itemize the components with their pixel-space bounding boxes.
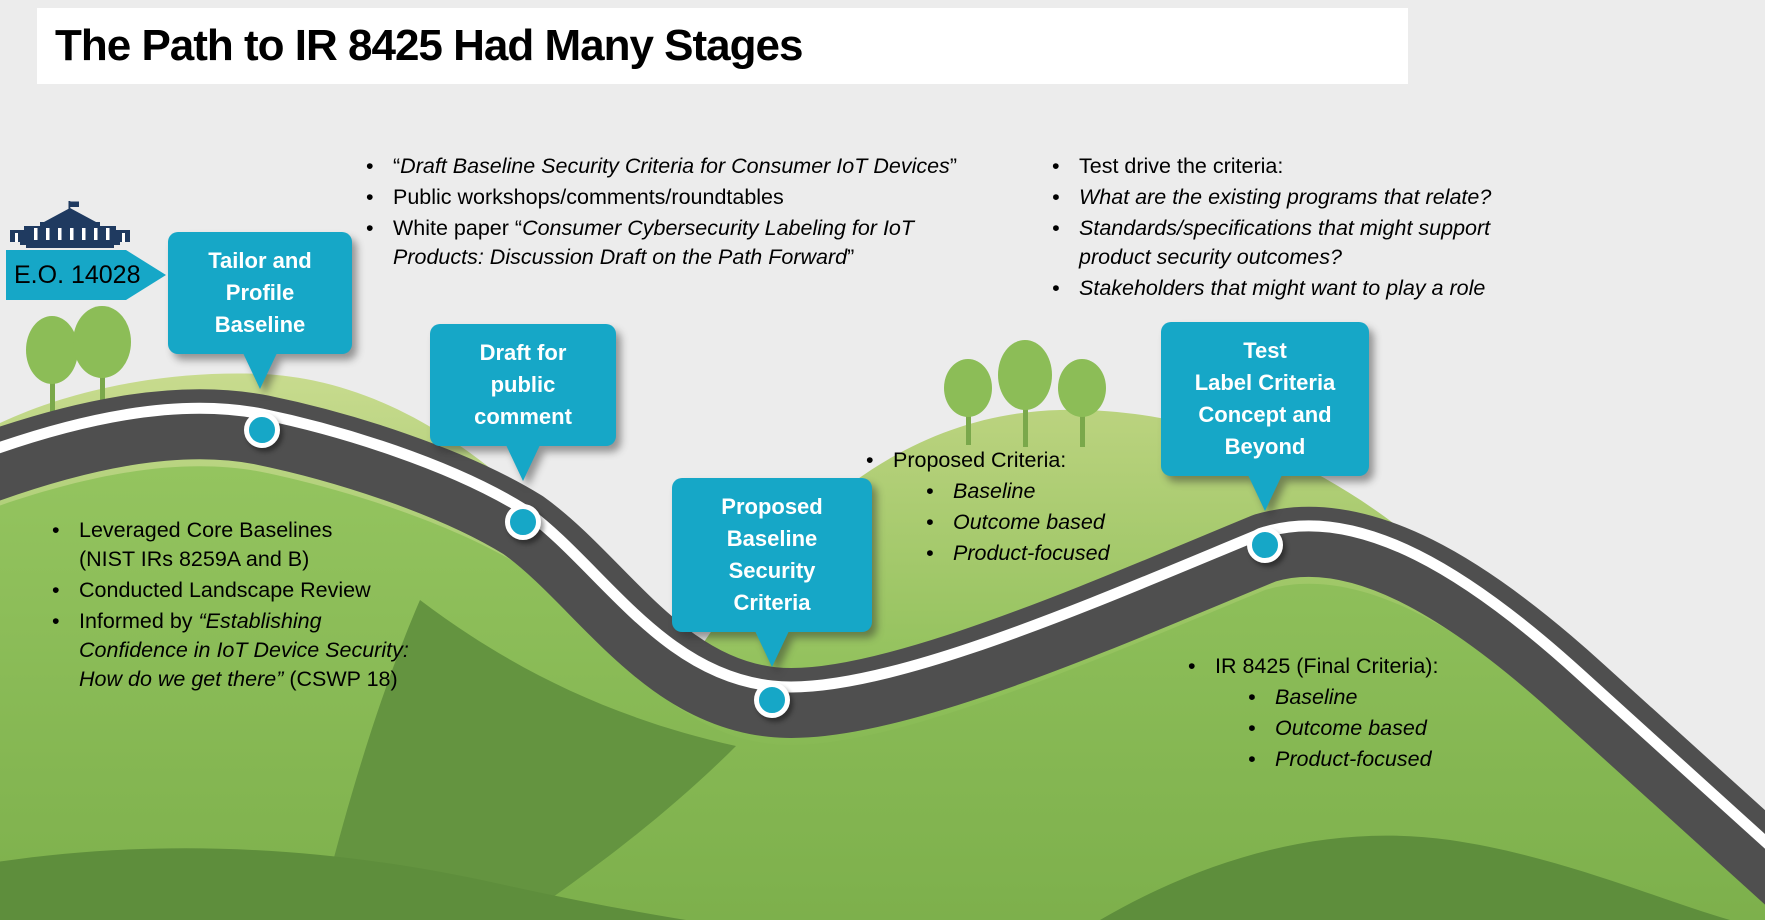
road-marker-dot-4 bbox=[1247, 527, 1283, 563]
road-marker-dot-2 bbox=[505, 504, 541, 540]
tree-icon bbox=[1058, 359, 1106, 417]
note-item: Informed by “Establishing Confidence in … bbox=[42, 607, 462, 694]
milestone-label: Proposed Baseline Security Criteria bbox=[672, 478, 872, 632]
eo-arrow-banner: E.O. 14028 bbox=[6, 250, 166, 300]
note-item: Product-focused bbox=[1238, 745, 1518, 774]
milestone-callout-draft-public-comment: Draft for public comment bbox=[430, 324, 616, 481]
milestone-callout-proposed-baseline-security-criteria: Proposed Baseline Security Criteria bbox=[672, 478, 872, 667]
note-text: (CSWP 18) bbox=[283, 667, 398, 691]
milestone-callout-tailor-profile-baseline: Tailor and Profile Baseline bbox=[168, 232, 352, 389]
note-text: Informed by bbox=[79, 609, 199, 633]
note-item: Leveraged Core Baselines (NIST IRs 8259A… bbox=[42, 516, 462, 574]
callout-tail bbox=[755, 631, 789, 667]
note-text: ” bbox=[847, 245, 855, 269]
tree-trunk bbox=[1080, 400, 1085, 447]
note-item: Test drive the criteria: bbox=[1042, 152, 1562, 181]
test-drive-notes: Test drive the criteria: What are the ex… bbox=[1042, 152, 1562, 305]
note-item: Baseline bbox=[916, 477, 1176, 506]
tree-icon bbox=[998, 340, 1052, 410]
road-marker-dot-1 bbox=[244, 412, 280, 448]
note-text: Consumer Cybersecurity Labeling for IoT … bbox=[393, 216, 915, 269]
tree-icon bbox=[73, 306, 131, 378]
note-text: White paper “ bbox=[393, 216, 523, 240]
note-item: Outcome based bbox=[916, 508, 1176, 537]
tree-icon bbox=[26, 316, 78, 384]
note-text: ” bbox=[949, 154, 957, 178]
callout-tail bbox=[243, 353, 277, 389]
title-bar: The Path to IR 8425 Had Many Stages bbox=[37, 8, 1408, 84]
milestone-callout-test-label-criteria: Test Label Criteria Concept and Beyond bbox=[1161, 322, 1369, 511]
eo-label: E.O. 14028 bbox=[14, 260, 141, 289]
eo-14028-badge: E.O. 14028 bbox=[6, 200, 181, 300]
note-item: Proposed Criteria: bbox=[856, 446, 1176, 475]
note-item: Stakeholders that might want to play a r… bbox=[1042, 274, 1562, 303]
note-item: Baseline bbox=[1238, 683, 1518, 712]
note-item: Conducted Landscape Review bbox=[42, 576, 462, 605]
milestone-label: Test Label Criteria Concept and Beyond bbox=[1161, 322, 1369, 476]
road-marker-dot-3 bbox=[754, 682, 790, 718]
white-house-icon bbox=[10, 201, 130, 248]
note-text: Draft Baseline Security Criteria for Con… bbox=[400, 154, 950, 178]
trees-middle bbox=[944, 340, 1106, 447]
note-item: Product-focused bbox=[916, 539, 1176, 568]
note-item: What are the existing programs that rela… bbox=[1042, 183, 1562, 212]
proposed-criteria-notes: Proposed Criteria: Baseline Outcome base… bbox=[856, 446, 1176, 570]
tree-trunk bbox=[1023, 395, 1028, 447]
tree-icon bbox=[944, 359, 992, 417]
note-item: IR 8425 (Final Criteria): bbox=[1178, 652, 1518, 681]
callout-tail bbox=[506, 445, 540, 481]
tree-trunk bbox=[100, 360, 105, 420]
bottom-dark-band-right bbox=[1100, 835, 1730, 920]
note-text: “ bbox=[393, 154, 401, 178]
baseline-work-notes: Leveraged Core Baselines (NIST IRs 8259A… bbox=[42, 516, 462, 696]
milestone-label: Draft for public comment bbox=[430, 324, 616, 446]
tree-trunk bbox=[966, 400, 971, 445]
trees-left bbox=[26, 306, 131, 422]
draft-activities-notes: “Draft Baseline Security Criteria for Co… bbox=[356, 152, 1036, 274]
note-item: Standards/specifications that might supp… bbox=[1042, 214, 1562, 272]
tree-trunk bbox=[50, 370, 55, 422]
page-title: The Path to IR 8425 Had Many Stages bbox=[55, 21, 803, 70]
note-item: “Draft Baseline Security Criteria for Co… bbox=[356, 152, 1036, 181]
note-item: Public workshops/comments/roundtables bbox=[356, 183, 1036, 212]
note-text: “Establishing Confidence in IoT Device S… bbox=[79, 609, 409, 691]
note-item: Outcome based bbox=[1238, 714, 1518, 743]
bottom-dark-band-left bbox=[0, 848, 687, 920]
milestone-label: Tailor and Profile Baseline bbox=[168, 232, 352, 354]
final-criteria-notes: IR 8425 (Final Criteria): Baseline Outco… bbox=[1178, 652, 1518, 776]
note-item: White paper “Consumer Cybersecurity Labe… bbox=[356, 214, 1036, 272]
callout-tail bbox=[1248, 475, 1282, 511]
